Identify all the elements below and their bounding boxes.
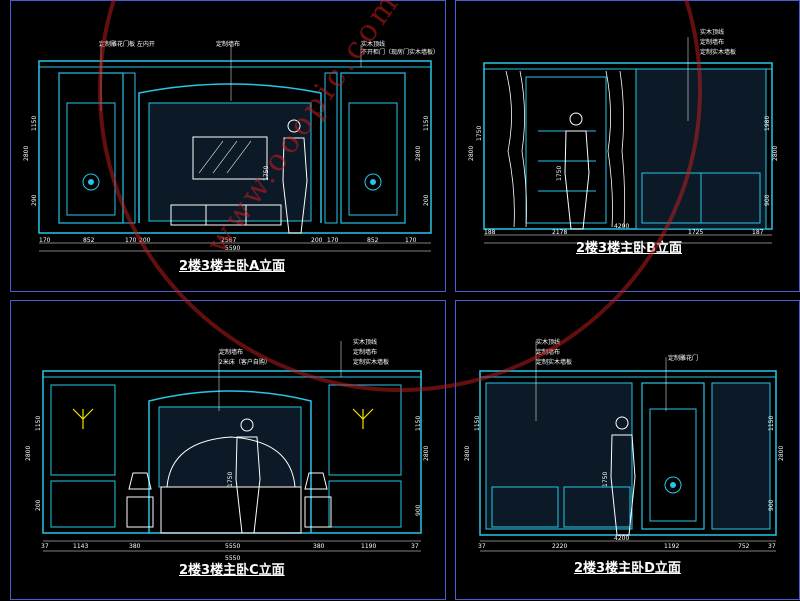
elevation-a-title: 2楼3楼主卧A立面 — [179, 259, 286, 274]
annotation-c-3: 实木顶线 — [353, 339, 378, 346]
elevation-panel-d: 实木顶线 定制墙布 定制实木墙板 定制雕花门 37 2220 1192 752 … — [455, 300, 800, 600]
dim-a-right-2: 200 — [423, 194, 430, 206]
dim-c-figure: 1750 — [227, 471, 234, 487]
dim-b-left-1: 1750 — [476, 125, 483, 141]
annotation-d-3: 定制实木墙板 — [536, 359, 573, 366]
wall-sconce-icon — [72, 408, 374, 429]
dim-c-left-1: 1150 — [35, 415, 42, 431]
annotation-a-2: 定制墙布 — [216, 41, 241, 48]
dim-d-left-0: 2800 — [464, 445, 471, 461]
dim-a-right-1: 1150 — [423, 115, 430, 131]
annotation-d-4: 定制雕花门 — [668, 355, 699, 362]
dim-c-right-0: 2800 — [423, 445, 430, 461]
dim-b-left-0: 2800 — [468, 145, 475, 161]
dim-b-right-2: 900 — [764, 194, 771, 206]
annotation-b-1: 实木顶线 — [700, 29, 725, 36]
annotation-c-4: 定制墙布 — [353, 349, 378, 356]
annotation-d-2: 定制墙布 — [536, 349, 561, 356]
dim-a-2: 170 — [125, 237, 137, 244]
elevation-c-drawing — [42, 341, 422, 552]
dim-c-left-2: 200 — [35, 499, 42, 511]
dim-d-2: 1192 — [664, 543, 680, 550]
annotation-a-1: 定制雕花门板 左内开 — [99, 41, 155, 48]
dim-b-right-1: 1980 — [764, 115, 771, 131]
elevation-panel-b: 实木顶线 定制墙布 定制实木墙板 188 2178 1725 187 4200 … — [455, 0, 800, 292]
dim-b-total: 4200 — [614, 223, 630, 230]
dim-c-1: 1143 — [73, 543, 89, 550]
dim-c-3: 5550 — [225, 555, 241, 562]
elevation-b-title: 2楼3楼主卧B立面 — [576, 241, 682, 256]
dim-d-left-1: 1150 — [474, 415, 481, 431]
elevation-c-title: 2楼3楼主卧C立面 — [179, 563, 285, 578]
dim-d-right-1: 1150 — [768, 415, 775, 431]
dim-a-left-1: 2800 — [23, 145, 30, 161]
annotation-c-1: 定制墙布 — [219, 349, 244, 356]
dim-c-4: 380 — [313, 543, 325, 550]
dim-c-2: 380 — [129, 543, 141, 550]
dim-d-right-2: 900 — [768, 499, 775, 511]
dim-c-right-1: 1150 — [415, 415, 422, 431]
dim-a-0: 170 — [39, 237, 51, 244]
dim-a-3: 200 — [139, 237, 151, 244]
dim-d-3: 752 — [738, 543, 750, 550]
annotation-b-3: 定制实木墙板 — [700, 49, 737, 56]
dim-a-1: 852 — [83, 237, 95, 244]
elevation-d-title: 2楼3楼主卧D立面 — [574, 561, 681, 576]
dim-a-right-0: 2800 — [415, 145, 422, 161]
annotation-c-2: 2米床（客户自购） — [219, 359, 271, 366]
dim-d-total: 4200 — [614, 535, 630, 542]
annotation-b-2: 定制墙布 — [700, 39, 725, 46]
dim-c-6: 37 — [411, 543, 419, 550]
dim-d-4: 37 — [768, 543, 776, 550]
elevation-panel-c: 定制墙布 2米床（客户自购） 实木顶线 定制墙布 定制实木墙板 37 1143 … — [10, 300, 446, 600]
dim-d-0: 37 — [478, 543, 486, 550]
dim-c-right-2: 900 — [415, 504, 422, 516]
dim-b-2: 1725 — [688, 229, 704, 236]
dim-d-figure: 1750 — [602, 471, 609, 487]
dim-c-0: 37 — [41, 543, 49, 550]
dim-a-7: 852 — [367, 237, 379, 244]
dim-d-1: 2220 — [552, 543, 568, 550]
dim-d-right-0: 2800 — [778, 445, 785, 461]
elevation-d-drawing — [479, 341, 777, 552]
annotation-d-1: 实木顶线 — [536, 339, 561, 346]
dim-b-figure: 1750 — [556, 165, 563, 181]
dim-a-5: 200 — [311, 237, 323, 244]
dim-b-right-0: 2800 — [772, 145, 779, 161]
dim-b-3: 187 — [752, 229, 764, 236]
dim-c-5: 1190 — [361, 543, 377, 550]
dim-a-left-0: 1150 — [31, 115, 38, 131]
annotation-c-5: 定制实木墙板 — [353, 359, 390, 366]
dim-b-1: 2178 — [552, 229, 568, 236]
dim-c-total: 5550 — [225, 543, 241, 550]
dim-c-left-0: 2800 — [25, 445, 32, 461]
dim-b-0: 188 — [484, 229, 496, 236]
dim-a-8: 170 — [405, 237, 417, 244]
dim-a-left-2: 290 — [31, 194, 38, 206]
dim-a-6: 170 — [327, 237, 339, 244]
